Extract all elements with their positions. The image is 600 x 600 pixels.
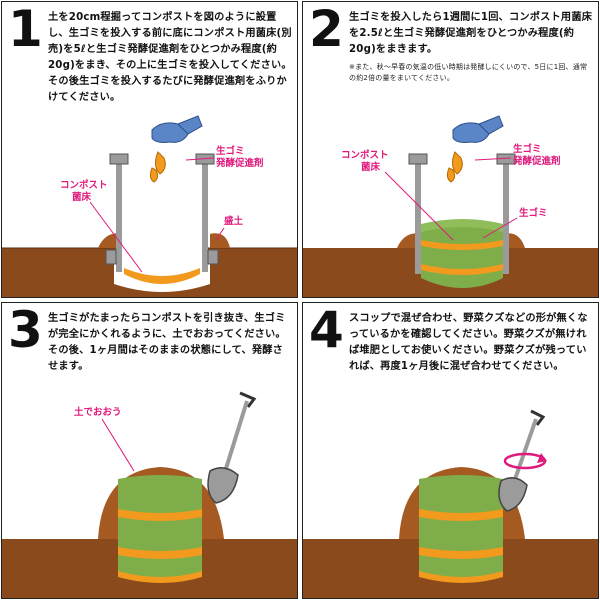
label-mound: 盛土: [224, 215, 244, 227]
glove-icon: [151, 115, 203, 143]
step-4-panel: 4 スコップで混ぜ合わせ、野菜クズなどの形が無くなっているかを確認してください。…: [302, 302, 599, 599]
bed-layer-middle: [421, 240, 503, 250]
step-number: 4: [309, 302, 344, 359]
glove-icon: [452, 115, 504, 143]
step-1-panel: 1 土を20cm程掘ってコンポストを図のように設置し、生ゴミを投入する前に底にコ…: [1, 1, 298, 298]
shovel-icon: [498, 409, 546, 512]
step-instruction-text: 土を20cm程掘ってコンポストを図のように設置し、生ゴミを投入する前に底にコンポ…: [48, 12, 292, 103]
step-number: 2: [309, 1, 344, 58]
label-bed-line2: 菌床: [72, 191, 92, 203]
label-bed-line1: コンポスト: [60, 179, 108, 191]
step-instruction-main: 生ゴミを投入したら1週間に1回、コンポスト用菌床を2.5ℓと生ゴミ発酵促進剤をひ…: [349, 12, 593, 55]
step-number: 1: [8, 1, 43, 58]
falling-accelerant: [154, 151, 166, 175]
step-2-illustration: コンポスト 菌床 生ゴミ 発酵促進剤 生ゴミ: [303, 115, 598, 297]
label-bed-line1: コンポスト: [341, 149, 389, 161]
label-accelerant-line2: 発酵促進剤: [215, 157, 264, 169]
step-2-panel: 2 生ゴミを投入したら1週間に1回、コンポスト用菌床を2.5ℓと生ゴミ発酵促進剤…: [302, 1, 599, 298]
step-instruction-text: 生ゴミがたまったらコンポストを引き抜き、生ゴミが完全にかくれるように、土でおおっ…: [48, 313, 286, 372]
step-instruction-text: スコップで混ぜ合わせ、野菜クズなどの形が無くなっているかを確認してください。野菜…: [349, 313, 588, 372]
step-instruction-text: 生ゴミを投入したら1週間に1回、コンポスト用菌床を2.5ℓと生ゴミ発酵促進剤をひ…: [349, 10, 593, 84]
compost-mass: [419, 475, 503, 581]
label-accelerant-line2: 発酵促進剤: [512, 155, 561, 167]
rotation-arrow-icon: [503, 452, 547, 470]
label-accelerant-line1: 生ゴミ: [513, 143, 542, 155]
step-1-illustration: 生ゴミ 発酵促進剤 コンポスト 菌床 盛土: [2, 115, 297, 297]
step-3-illustration: 土でおおう: [2, 391, 297, 598]
shovel-icon: [207, 391, 257, 504]
covered-waste: [118, 475, 202, 581]
step-instruction-note: ※また、秋～早春の気温の低い時期は発酵しにくいので、5日に1回、通常の約2倍の量…: [349, 63, 588, 82]
step-number: 3: [8, 302, 43, 359]
bin-lid-left: [109, 153, 129, 165]
step-3-panel: 3 生ゴミがたまったらコンポストを引き抜き、生ゴミが完全にかくれるように、土でお…: [1, 302, 298, 599]
compost-bed-layer: [124, 268, 200, 284]
label-waste: 生ゴミ: [519, 207, 548, 219]
soil-mound-right: [210, 233, 230, 248]
label-cover: 土でおおう: [74, 406, 122, 418]
label-accelerant-line1: 生ゴミ: [216, 145, 245, 157]
step-4-illustration: [303, 409, 598, 598]
bed-layer-bottom: [421, 264, 503, 275]
label-bed-line2: 菌床: [361, 161, 381, 173]
